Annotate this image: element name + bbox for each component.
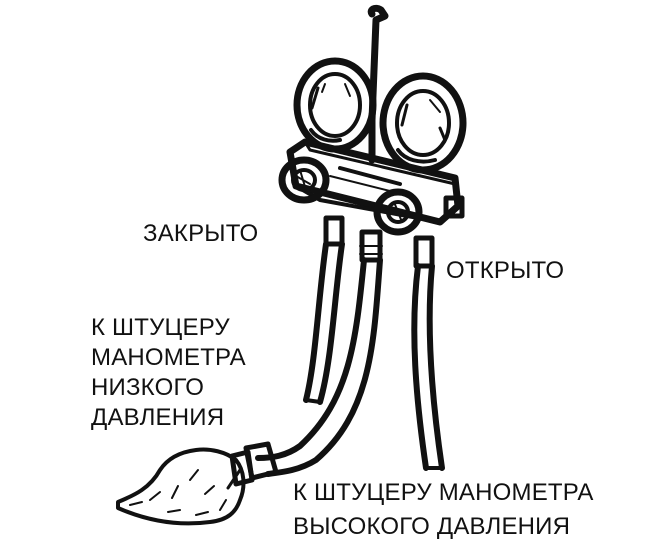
low-pressure-gauge	[293, 57, 377, 153]
low-pressure-label-line: НИЗКОГО	[91, 374, 205, 401]
open-valve-knob	[373, 188, 423, 236]
high-pressure-port-label: К ШТУЦЕРУ МАНОМЕТРА ВЫСОКОГО ДАВЛЕНИЯ	[293, 476, 594, 544]
hose-fittings	[323, 215, 435, 269]
service-hose	[226, 257, 383, 490]
low-pressure-label-line: МАНОМЕТРА	[91, 344, 246, 371]
high-pressure-gauge	[379, 72, 467, 174]
left-hose	[303, 241, 345, 405]
open-label: ОТКРЫТО	[446, 257, 565, 284]
refrigerant-cloud	[116, 447, 246, 526]
high-pressure-label-line: К ШТУЦЕРУ МАНОМЕТРА	[293, 479, 594, 506]
right-hose	[411, 263, 445, 471]
low-pressure-port-label: К ШТУЦЕРУ МАНОМЕТРА НИЗКОГО ДАВЛЕНИЯ	[91, 313, 246, 433]
low-pressure-label-line: ДАВЛЕНИЯ	[91, 404, 225, 431]
closed-valve-knob	[278, 156, 330, 204]
hanger-hook	[367, 4, 389, 164]
low-pressure-label-line: К ШТУЦЕРУ	[91, 314, 230, 341]
high-pressure-label-line: ВЫСОКОГО ДАВЛЕНИЯ	[293, 513, 571, 540]
closed-label: ЗАКРЫТО	[143, 220, 259, 247]
